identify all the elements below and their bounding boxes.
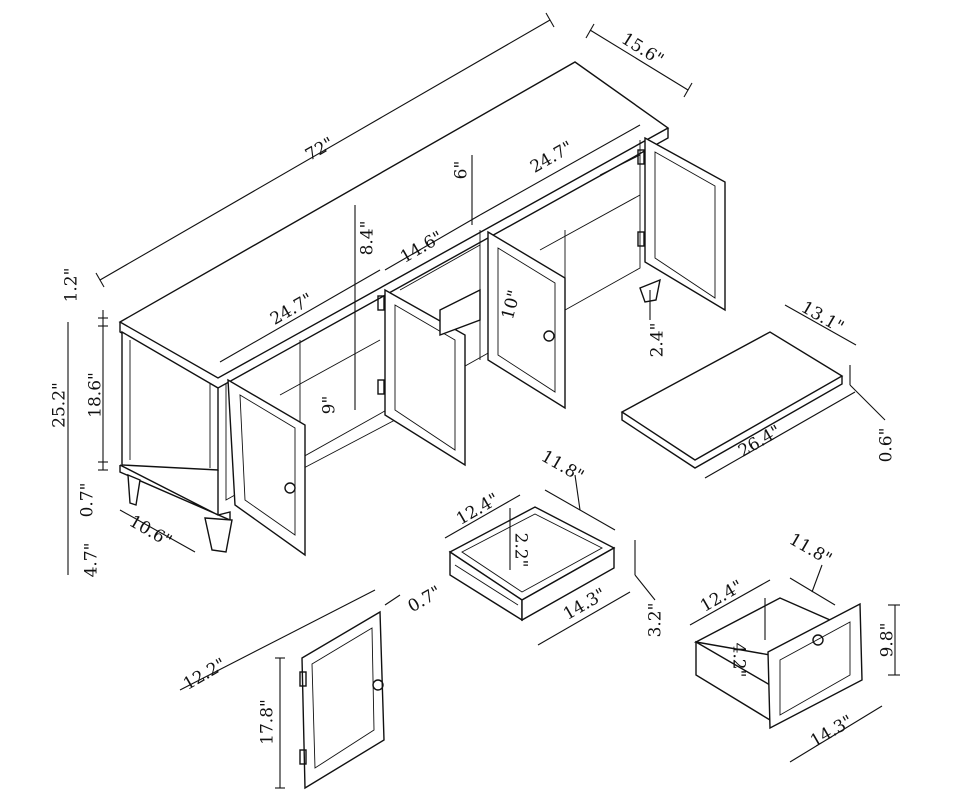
- label-overall-height: 25.2": [50, 382, 70, 428]
- door-knob: [372, 679, 384, 691]
- label-large-drawer-front: 14.3": [807, 711, 857, 751]
- drawer-knob: [812, 634, 824, 646]
- center-drawer: [439, 288, 481, 337]
- door-1: [227, 378, 306, 557]
- door-knob-3: [543, 330, 555, 342]
- dimension-lines: [67, 12, 900, 789]
- label-small-drawer-width: 12.4": [453, 489, 503, 529]
- leg-left-back: [127, 473, 141, 506]
- label-shelf-depth: 13.1": [797, 297, 847, 337]
- door-knob-1: [284, 482, 296, 494]
- label-door-height: 17.8": [258, 699, 278, 745]
- label-overall-depth: 15.6": [618, 29, 667, 70]
- drawer-front: [767, 602, 863, 730]
- loose-door: [299, 610, 385, 790]
- label-small-drawer-height: 3.2": [646, 603, 666, 638]
- label-small-drawer-depth: 11.8": [537, 446, 587, 486]
- label-center-upper-height: 8.4": [358, 221, 378, 256]
- leg-left-front: [204, 517, 233, 553]
- label-leg-height: 4.7": [82, 543, 102, 578]
- label-door-thickness: 0.7": [405, 582, 445, 617]
- label-large-drawer-width: 12.4": [697, 576, 747, 616]
- label-center-gap: 6": [452, 161, 472, 180]
- hinge: [377, 379, 385, 395]
- base-trim: [119, 464, 231, 522]
- small-drawer: [448, 506, 616, 622]
- label-foot-height: 2.4": [648, 323, 668, 358]
- door-4: [644, 136, 726, 312]
- label-large-drawer-height: 9.8": [878, 623, 898, 658]
- shelf: [620, 331, 844, 469]
- cabinet-doors: [227, 136, 726, 557]
- label-side-depth: 10.6": [125, 511, 175, 551]
- label-large-drawer-depth: 11.8": [785, 529, 835, 569]
- label-top-thickness: 1.2": [62, 268, 82, 303]
- label-shelf-thickness: 0.6": [877, 428, 897, 463]
- label-left-shelf-height: 9": [320, 396, 340, 415]
- large-drawer: [693, 597, 863, 730]
- label-body-height: 18.6": [86, 372, 106, 418]
- label-large-drawer-inner: 4.2": [729, 643, 749, 678]
- label-small-drawer-inner: 2.2": [511, 533, 531, 568]
- label-door-width: 12.2": [180, 654, 230, 694]
- door-3: [487, 230, 566, 410]
- label-base-trim: 0.7": [78, 483, 98, 518]
